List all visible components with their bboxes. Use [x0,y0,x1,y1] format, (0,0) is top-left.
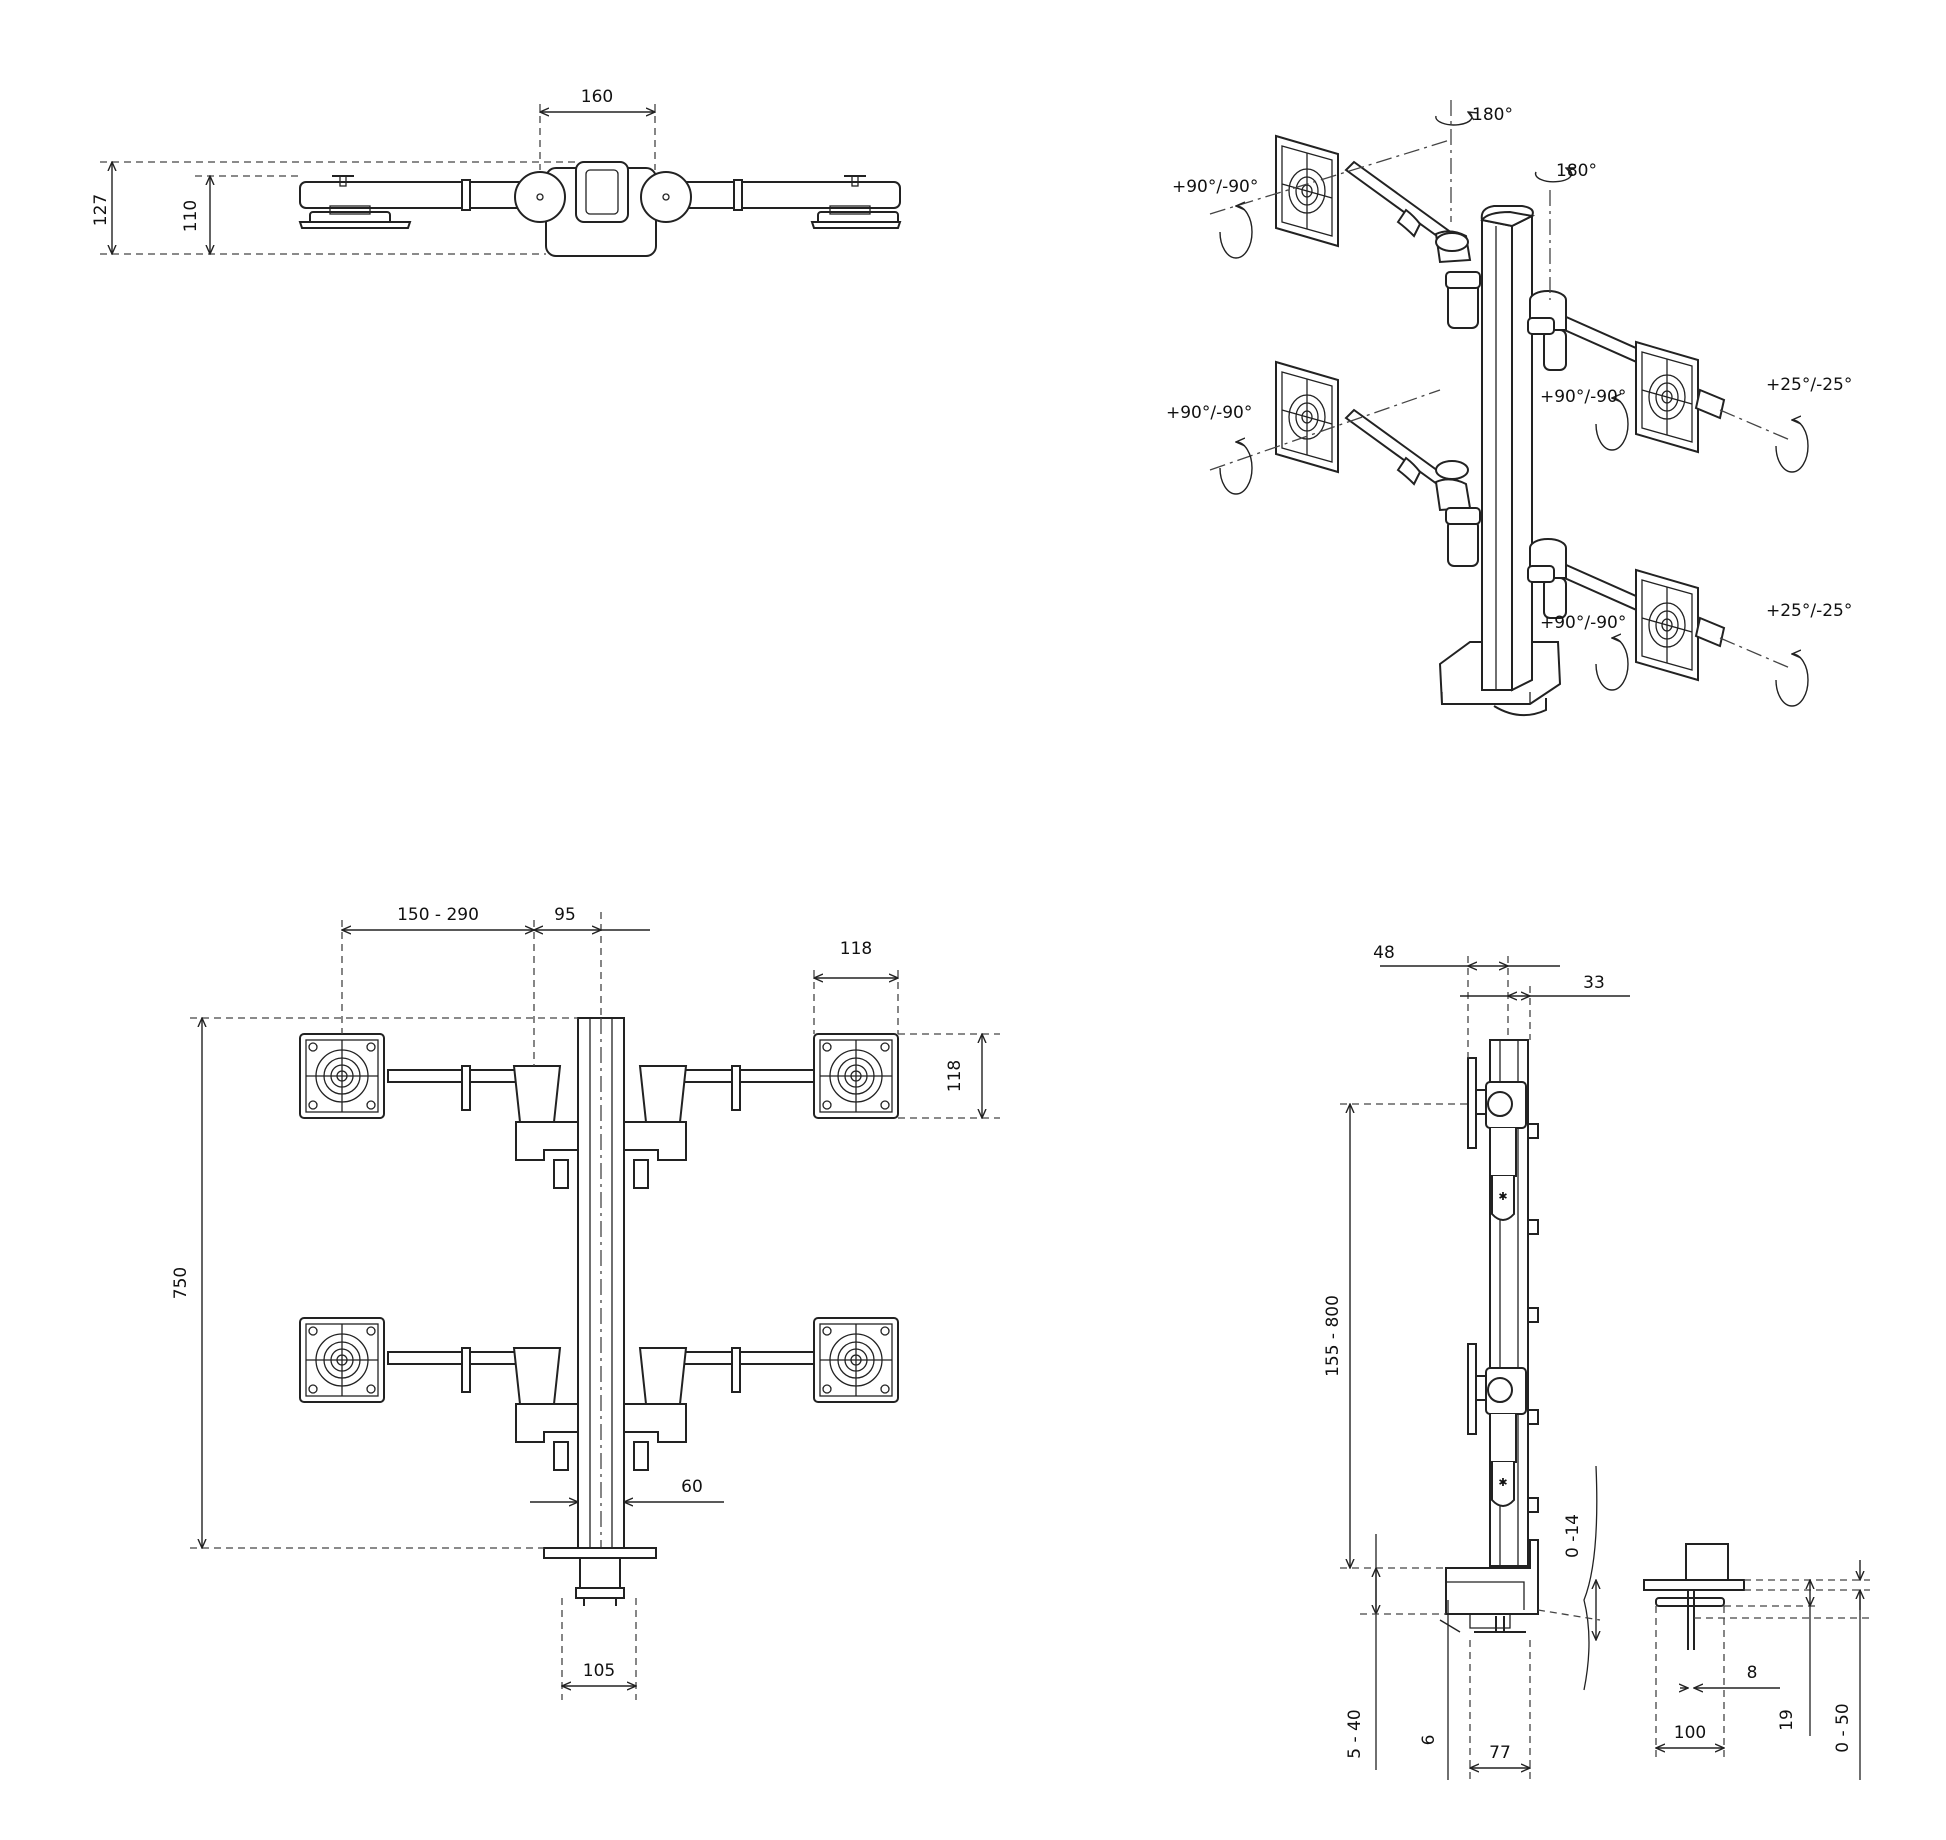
dim-750: 750 [171,1267,191,1299]
rot-tilt-right-lower: +90°/-90° [1540,613,1626,633]
clamp-detail: 8 19 0 - 50 100 [1643,1543,1870,1780]
front-dimensions [190,912,1000,1700]
rot-swivel-lower: +25°/-25° [1766,601,1852,621]
top-view-drawing [298,161,902,257]
dim-95: 95 [554,905,576,925]
side-dimensions [1340,956,1630,1780]
dim-60: 60 [681,1477,703,1497]
side-desk-edge [1537,1465,1601,1691]
dim-33: 33 [1583,973,1605,993]
svg-text:✱: ✱ [1498,1476,1507,1489]
dim-48: 48 [1373,943,1395,963]
clamp-drawing [1643,1543,1745,1650]
rot-tilt-left-lower: +90°/-90° [1166,403,1252,423]
front-post [543,1017,657,1606]
rot-tilt-left-upper: +90°/-90° [1172,177,1258,197]
dim-105: 105 [583,1661,615,1681]
dim-5-40: 5 - 40 [1345,1709,1365,1758]
isometric-view: 180° 180° +90°/-90° +90°/-90° +90°/-90° … [1166,100,1852,717]
iso-post [1450,100,1536,692]
dim-150-290: 150 - 290 [397,905,479,925]
rot-swivel-upper: +25°/-25° [1766,375,1852,395]
dim-110: 110 [181,200,201,232]
front-lower-arms [299,1317,899,1471]
rot-arm-right: 180° [1556,161,1597,181]
dim-8: 8 [1747,1663,1758,1683]
front-view: 150 - 290 95 118 118 750 60 105 [171,905,1000,1700]
side-view: ✱ ✱ [1323,943,1630,1780]
svg-text:✱: ✱ [1498,1190,1507,1203]
dim-100: 100 [1674,1723,1706,1743]
dim-160: 160 [581,87,613,107]
dim-118-horizontal: 118 [840,939,872,959]
top-view: 160 127 110 [91,87,902,257]
top-view-dimensions [100,104,655,254]
dim-19: 19 [1777,1709,1797,1731]
iso-upper-left-arm [1209,135,1481,329]
iso-upper-right-arm [1527,190,1791,453]
iso-lower-left-arm [1209,361,1481,567]
dim-6: 6 [1419,1735,1439,1746]
dim-0-50: 0 - 50 [1833,1703,1853,1752]
side-lower-mount: ✱ [1467,1343,1539,1513]
rot-post-top: 180° [1472,105,1513,125]
front-upper-arms [299,1033,899,1189]
dim-0-14: 0 -14 [1563,1514,1583,1558]
rot-tilt-right-upper: +90°/-90° [1540,387,1626,407]
clamp-dimensions [1656,1560,1870,1780]
dim-127: 127 [91,194,111,226]
iso-rotation-arrows [1219,112,1809,707]
dim-155-800: 155 - 800 [1323,1295,1343,1377]
side-upper-mount: ✱ [1467,1057,1539,1323]
dim-77: 77 [1489,1743,1511,1763]
dim-118-vertical: 118 [945,1060,965,1092]
iso-lower-right-arm [1527,538,1791,681]
